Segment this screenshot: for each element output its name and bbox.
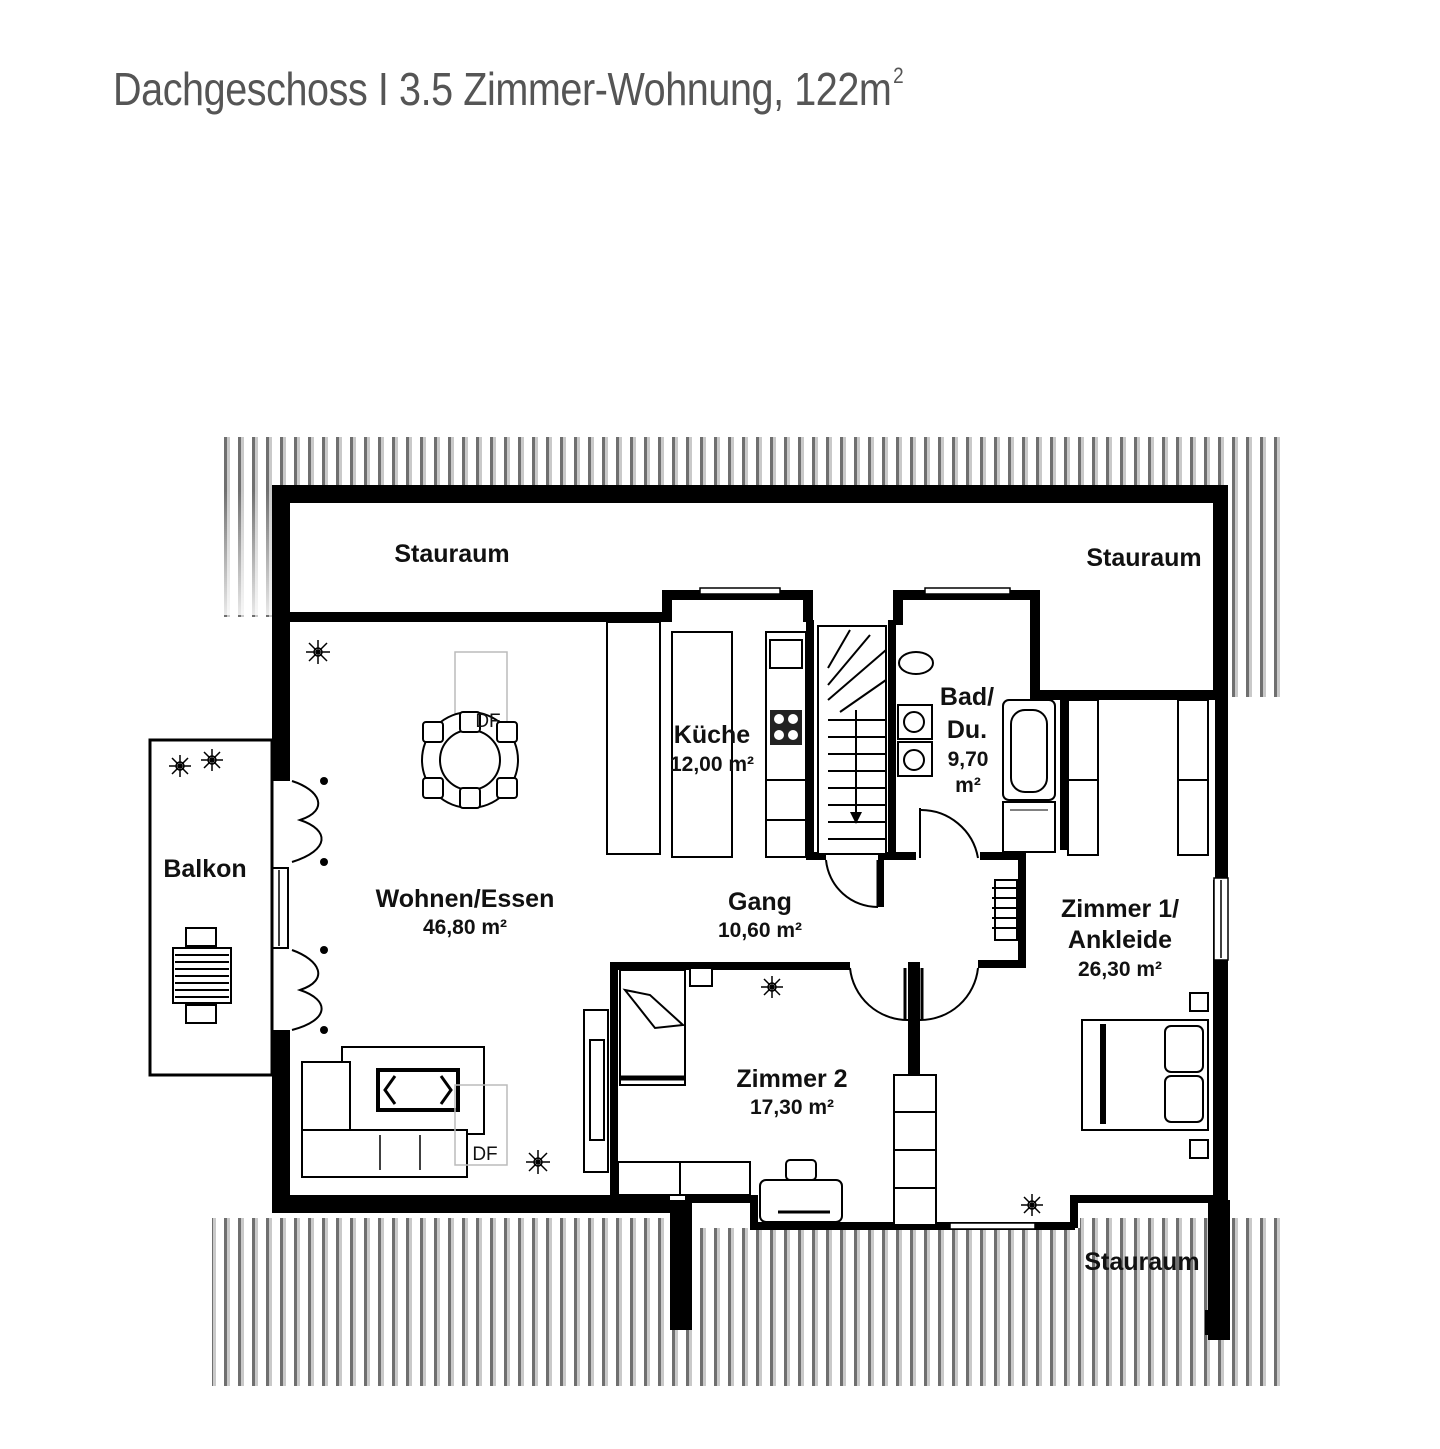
zimmer2-furniture xyxy=(583,967,937,1226)
bathroom-fixtures xyxy=(897,651,1056,853)
plant-icon xyxy=(169,755,191,777)
zimmer1-label-line1: Zimmer 1/ xyxy=(1061,895,1179,923)
kueche-area: 12,00 m² xyxy=(670,753,754,776)
outer-walls xyxy=(272,485,1230,1340)
bad-area-line2: m² xyxy=(955,774,981,797)
windows xyxy=(699,587,1229,1230)
stauraum-bottom-right-label: Stauraum xyxy=(1084,1248,1199,1276)
doors xyxy=(269,777,979,1034)
kueche-label: Küche xyxy=(674,721,751,749)
living-furniture xyxy=(301,1046,508,1178)
stauraum-top-right-label: Stauraum xyxy=(1086,544,1201,572)
bad-label-line1: Bad/ xyxy=(940,683,994,711)
plant-icon xyxy=(1021,1194,1043,1216)
balkon-label: Balkon xyxy=(163,855,246,883)
plant-icon xyxy=(761,976,783,998)
title-superscript: 2 xyxy=(893,63,904,88)
df-marker-bottom: DF xyxy=(472,1144,497,1165)
staircase xyxy=(817,625,887,855)
wohnen-area: 46,80 m² xyxy=(423,916,507,939)
stauraum-top-left-label: Stauraum xyxy=(394,540,509,568)
gang-area: 10,60 m² xyxy=(718,919,802,942)
plant-icon xyxy=(306,640,330,664)
balcony xyxy=(148,738,274,1077)
plant-icons xyxy=(169,640,1043,1216)
zimmer1-label-line2: Ankleide xyxy=(1068,926,1172,954)
gang-label: Gang xyxy=(728,888,792,916)
zimmer2-area: 17,30 m² xyxy=(750,1096,834,1119)
df-marker-top: DF xyxy=(475,711,500,732)
bad-area-line1: 9,70 xyxy=(948,748,989,771)
room-labels: Stauraum Stauraum Stauraum Balkon Wohnen… xyxy=(163,540,1201,1276)
bad-label-line2: Du. xyxy=(947,716,987,744)
wohnen-label: Wohnen/Essen xyxy=(376,885,555,913)
kitchen-counter xyxy=(765,631,807,858)
zimmer1-furniture xyxy=(992,699,1209,1159)
title-text: Dachgeschoss I 3.5 Zimmer-Wohnung, 122m xyxy=(113,63,892,115)
zimmer1-area: 26,30 m² xyxy=(1078,958,1162,981)
plant-icon xyxy=(526,1150,550,1174)
dining-table xyxy=(421,621,733,858)
zimmer2-label: Zimmer 2 xyxy=(736,1065,847,1093)
plant-icon xyxy=(201,749,223,771)
page-title: Dachgeschoss I 3.5 Zimmer-Wohnung, 122m2 xyxy=(113,62,904,116)
